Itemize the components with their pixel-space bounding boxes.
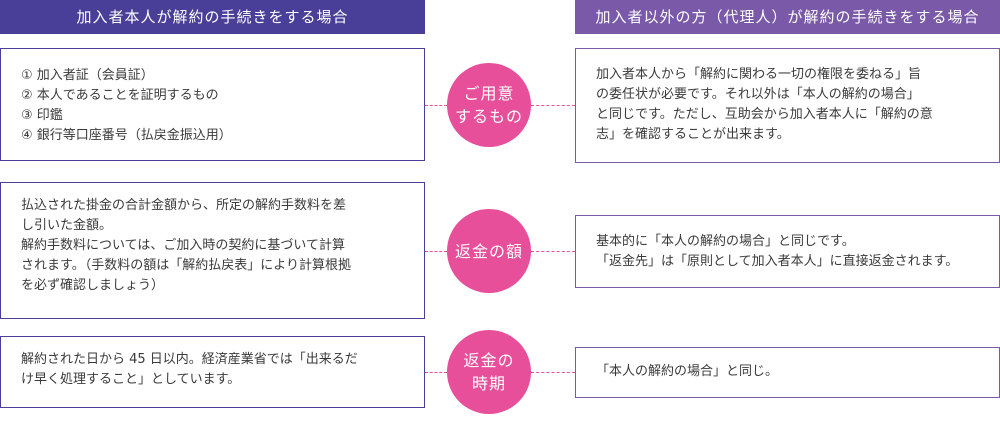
connector-line — [425, 372, 447, 373]
text-line: 基本的に「本人の解約の場合」と同じです。 — [596, 234, 855, 249]
row-1-proxy-text: 加入者本人から「解約に関わる一切の権限を委ねる」旨 の委任状が必要です。それ以外… — [596, 65, 999, 145]
text-line: ① 加入者証（会員証） — [21, 68, 154, 83]
text-line: ② 本人であることを証明するもの — [21, 88, 219, 103]
connector-line — [531, 105, 575, 106]
row-3-self-text: 解約された日から 45 日以内。経済産業省では「出来るだ け早く処理すること」と… — [21, 350, 424, 390]
label-line: 返金の — [463, 351, 515, 370]
text-line: を必ず確認しましょう） — [21, 278, 165, 293]
row-1-self-box: ① 加入者証（会員証） ② 本人であることを証明するもの ③ 印鑑 ④ 銀行等口… — [0, 48, 425, 161]
label-line: 時期 — [471, 374, 506, 393]
row-2-self-text: 払込された掛金の合計金額から、所定の解約手数料を差 し引いた金額。 解約手数料に… — [21, 196, 424, 296]
header-self: 加入者本人が解約の手続きをする場合 — [0, 0, 425, 34]
connector-line — [425, 251, 447, 252]
connector-line — [531, 251, 575, 252]
text-line: し引いた金額。 — [21, 218, 113, 233]
text-line: の委任状が必要です。それ以外は「本人の解約の場合」 — [596, 87, 920, 102]
text-line: 「返金先」は「原則として加入者本人」に直接返金されます。 — [596, 254, 959, 269]
connector-line — [531, 372, 575, 373]
text-line: されます。（手数料の額は「解約払戻表」により計算根拠 — [21, 258, 351, 273]
text-line: 「本人の解約の場合」と同じ。 — [596, 364, 779, 379]
label-circle-preparation: ご用意 するもの — [447, 63, 531, 147]
text-line: 志」を確認することが出来ます。 — [596, 127, 790, 142]
text-line: け早く処理すること」としています。 — [21, 372, 241, 387]
label-line: するもの — [454, 107, 523, 126]
header-proxy: 加入者以外の方（代理人）が解約の手続きをする場合 — [575, 0, 1000, 34]
row-2-proxy-box: 基本的に「本人の解約の場合」と同じです。 「返金先」は「原則として加入者本人」に… — [575, 215, 1000, 288]
row-3-proxy-box: 「本人の解約の場合」と同じ。 — [575, 347, 1000, 398]
row-1-proxy-box: 加入者本人から「解約に関わる一切の権限を委ねる」旨 の委任状が必要です。それ以外… — [575, 48, 1000, 163]
text-line: 解約された日から 45 日以内。経済産業省では「出来るだ — [21, 352, 358, 367]
row-3-self-box: 解約された日から 45 日以内。経済産業省では「出来るだ け早く処理すること」と… — [0, 336, 425, 408]
row-3-proxy-text: 「本人の解約の場合」と同じ。 — [596, 362, 999, 382]
text-line: 解約手数料については、ご加入時の契約に基づいて計算 — [21, 238, 345, 253]
text-line: 加入者本人から「解約に関わる一切の権限を委ねる」旨 — [596, 67, 922, 82]
text-line: ④ 銀行等口座番号（払戻金振込用） — [21, 128, 232, 143]
label-line: ご用意 — [463, 84, 515, 103]
connector-line — [425, 105, 447, 106]
row-2-self-box: 払込された掛金の合計金額から、所定の解約手数料を差 し引いた金額。 解約手数料に… — [0, 182, 425, 319]
label-circle-refund-timing: 返金の 時期 — [447, 330, 531, 414]
text-line: と同じです。ただし、互助会から加入者本人に「解約の意 — [596, 107, 933, 122]
row-2-proxy-text: 基本的に「本人の解約の場合」と同じです。 「返金先」は「原則として加入者本人」に… — [596, 232, 999, 272]
label-circle-refund-amount: 返金の額 — [447, 209, 531, 293]
row-1-self-text: ① 加入者証（会員証） ② 本人であることを証明するもの ③ 印鑑 ④ 銀行等口… — [21, 66, 424, 146]
text-line: 払込された掛金の合計金額から、所定の解約手数料を差 — [21, 198, 347, 213]
text-line: ③ 印鑑 — [21, 108, 63, 123]
label-line: 返金の額 — [454, 241, 523, 261]
